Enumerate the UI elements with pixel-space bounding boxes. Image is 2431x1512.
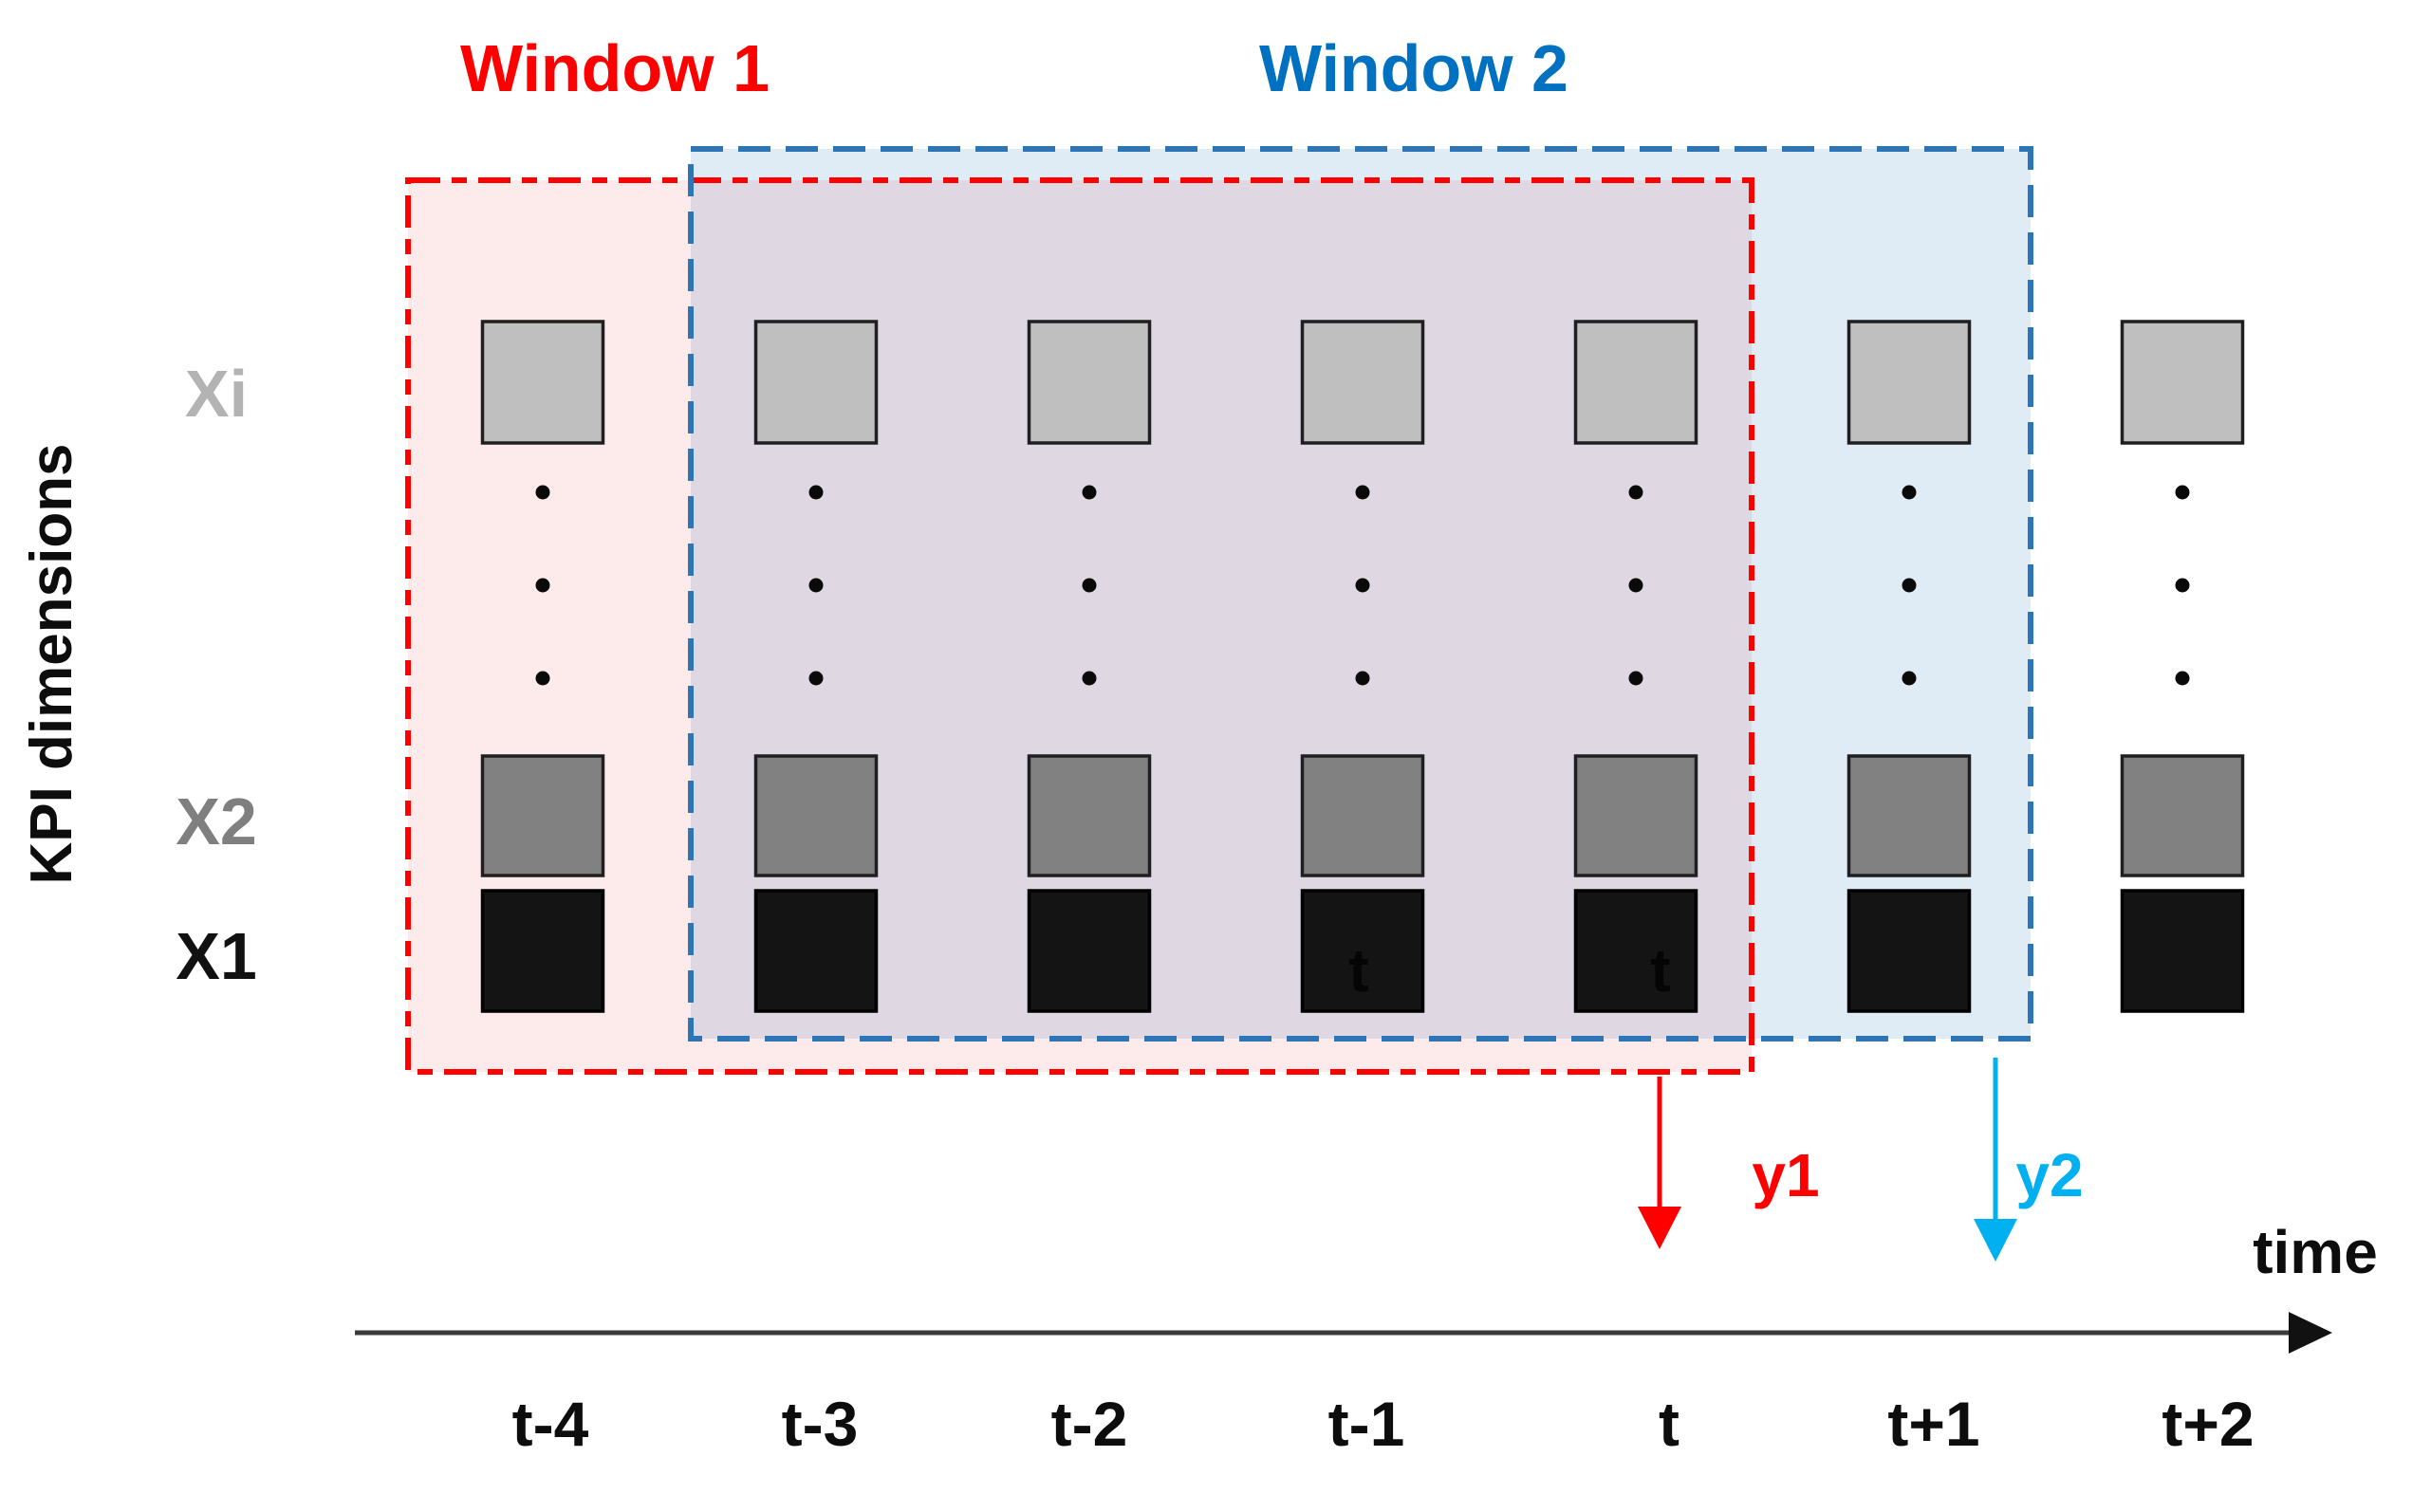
cell-x2 [1027, 754, 1152, 877]
cell-x2 [2120, 754, 2245, 877]
x-axis-title: time [2253, 1218, 2378, 1286]
time-tick-label: t-3 [782, 1389, 859, 1459]
cell-xi [753, 320, 879, 445]
x1-inner-mark: t [1650, 936, 1670, 1005]
cell-xi [1846, 320, 1972, 445]
y-axis-title: KPI dimensions [19, 443, 84, 884]
y1-arrow-icon [1638, 1077, 1681, 1249]
cell-x2 [753, 754, 879, 877]
ellipsis-dot [1355, 578, 1370, 593]
ellipsis-dot [808, 485, 824, 500]
ellipsis-dot [1902, 671, 1917, 686]
ellipsis-dot [535, 485, 550, 500]
time-tick-label: t-1 [1328, 1389, 1405, 1459]
cell-x1 [1846, 889, 1972, 1013]
row-label-xi: Xi [185, 357, 248, 431]
cell-x2 [1573, 754, 1698, 877]
cell-xi [2120, 320, 2245, 445]
ellipsis-dot [1082, 485, 1097, 500]
ellipsis-dot [808, 671, 824, 686]
y1-output-label: y1 [1752, 1141, 1819, 1209]
cell-x1 [753, 889, 879, 1013]
window-borders [405, 146, 2033, 1075]
y2-arrow-icon [1974, 1058, 2017, 1262]
time-axis-arrow [355, 1312, 2332, 1354]
y2-arrowhead-icon [1974, 1219, 2017, 1262]
output-arrows [1638, 1058, 2017, 1262]
kpi-cell-grid: t-4 t-3 t-2 t-1 t t+1 t+2 t t [480, 320, 2255, 1459]
ellipsis-dot [535, 671, 550, 686]
ellipsis-dot [1628, 671, 1643, 686]
y2-output-label: y2 [2015, 1141, 2083, 1209]
ellipsis-dot [2175, 485, 2190, 500]
cell-x1 [1300, 889, 1425, 1013]
cell-xi [1027, 320, 1152, 445]
cell-x1 [1573, 889, 1698, 1013]
ellipsis-dot [1355, 485, 1370, 500]
cell-xi [1300, 320, 1425, 445]
cell-x2 [480, 754, 605, 877]
row-label-x2: X2 [176, 784, 257, 858]
ellipsis-dot [1902, 485, 1917, 500]
ellipsis-dot [808, 578, 824, 593]
time-tick-label: t-2 [1051, 1389, 1128, 1459]
row-label-x1: X1 [176, 919, 257, 993]
window-dashed-border [405, 177, 1754, 1075]
time-tick-label: t [1659, 1389, 1679, 1459]
cell-xi [1573, 320, 1698, 445]
ellipsis-dot [2175, 578, 2190, 593]
time-axis-arrowhead-icon [2289, 1312, 2332, 1354]
y1-arrowhead-icon [1638, 1207, 1681, 1249]
ellipsis-dot [1082, 578, 1097, 593]
ellipsis-dot [1355, 671, 1370, 686]
ellipsis-dot [1082, 671, 1097, 686]
cell-x2 [1300, 754, 1425, 877]
ellipsis-dot [535, 578, 550, 593]
ellipsis-dot [2175, 671, 2190, 686]
ellipsis-dot [1628, 578, 1643, 593]
window2-label: Window 2 [1259, 31, 1568, 105]
cell-x1 [2120, 889, 2245, 1013]
time-tick-label: t-4 [512, 1389, 589, 1459]
x1-inner-mark: t [1348, 936, 1368, 1005]
cell-x2 [1846, 754, 1972, 877]
ellipsis-dot [1628, 485, 1643, 500]
time-tick-label: t+2 [2162, 1389, 2254, 1459]
time-tick-label: t+1 [1887, 1389, 1979, 1459]
window1-label: Window 1 [460, 31, 770, 105]
cell-x1 [480, 889, 605, 1013]
cell-x1 [1027, 889, 1152, 1013]
cell-xi [480, 320, 605, 445]
ellipsis-dot [1902, 578, 1917, 593]
window-fill-regions [408, 149, 2031, 1072]
window-dashed-border [688, 146, 2033, 1042]
